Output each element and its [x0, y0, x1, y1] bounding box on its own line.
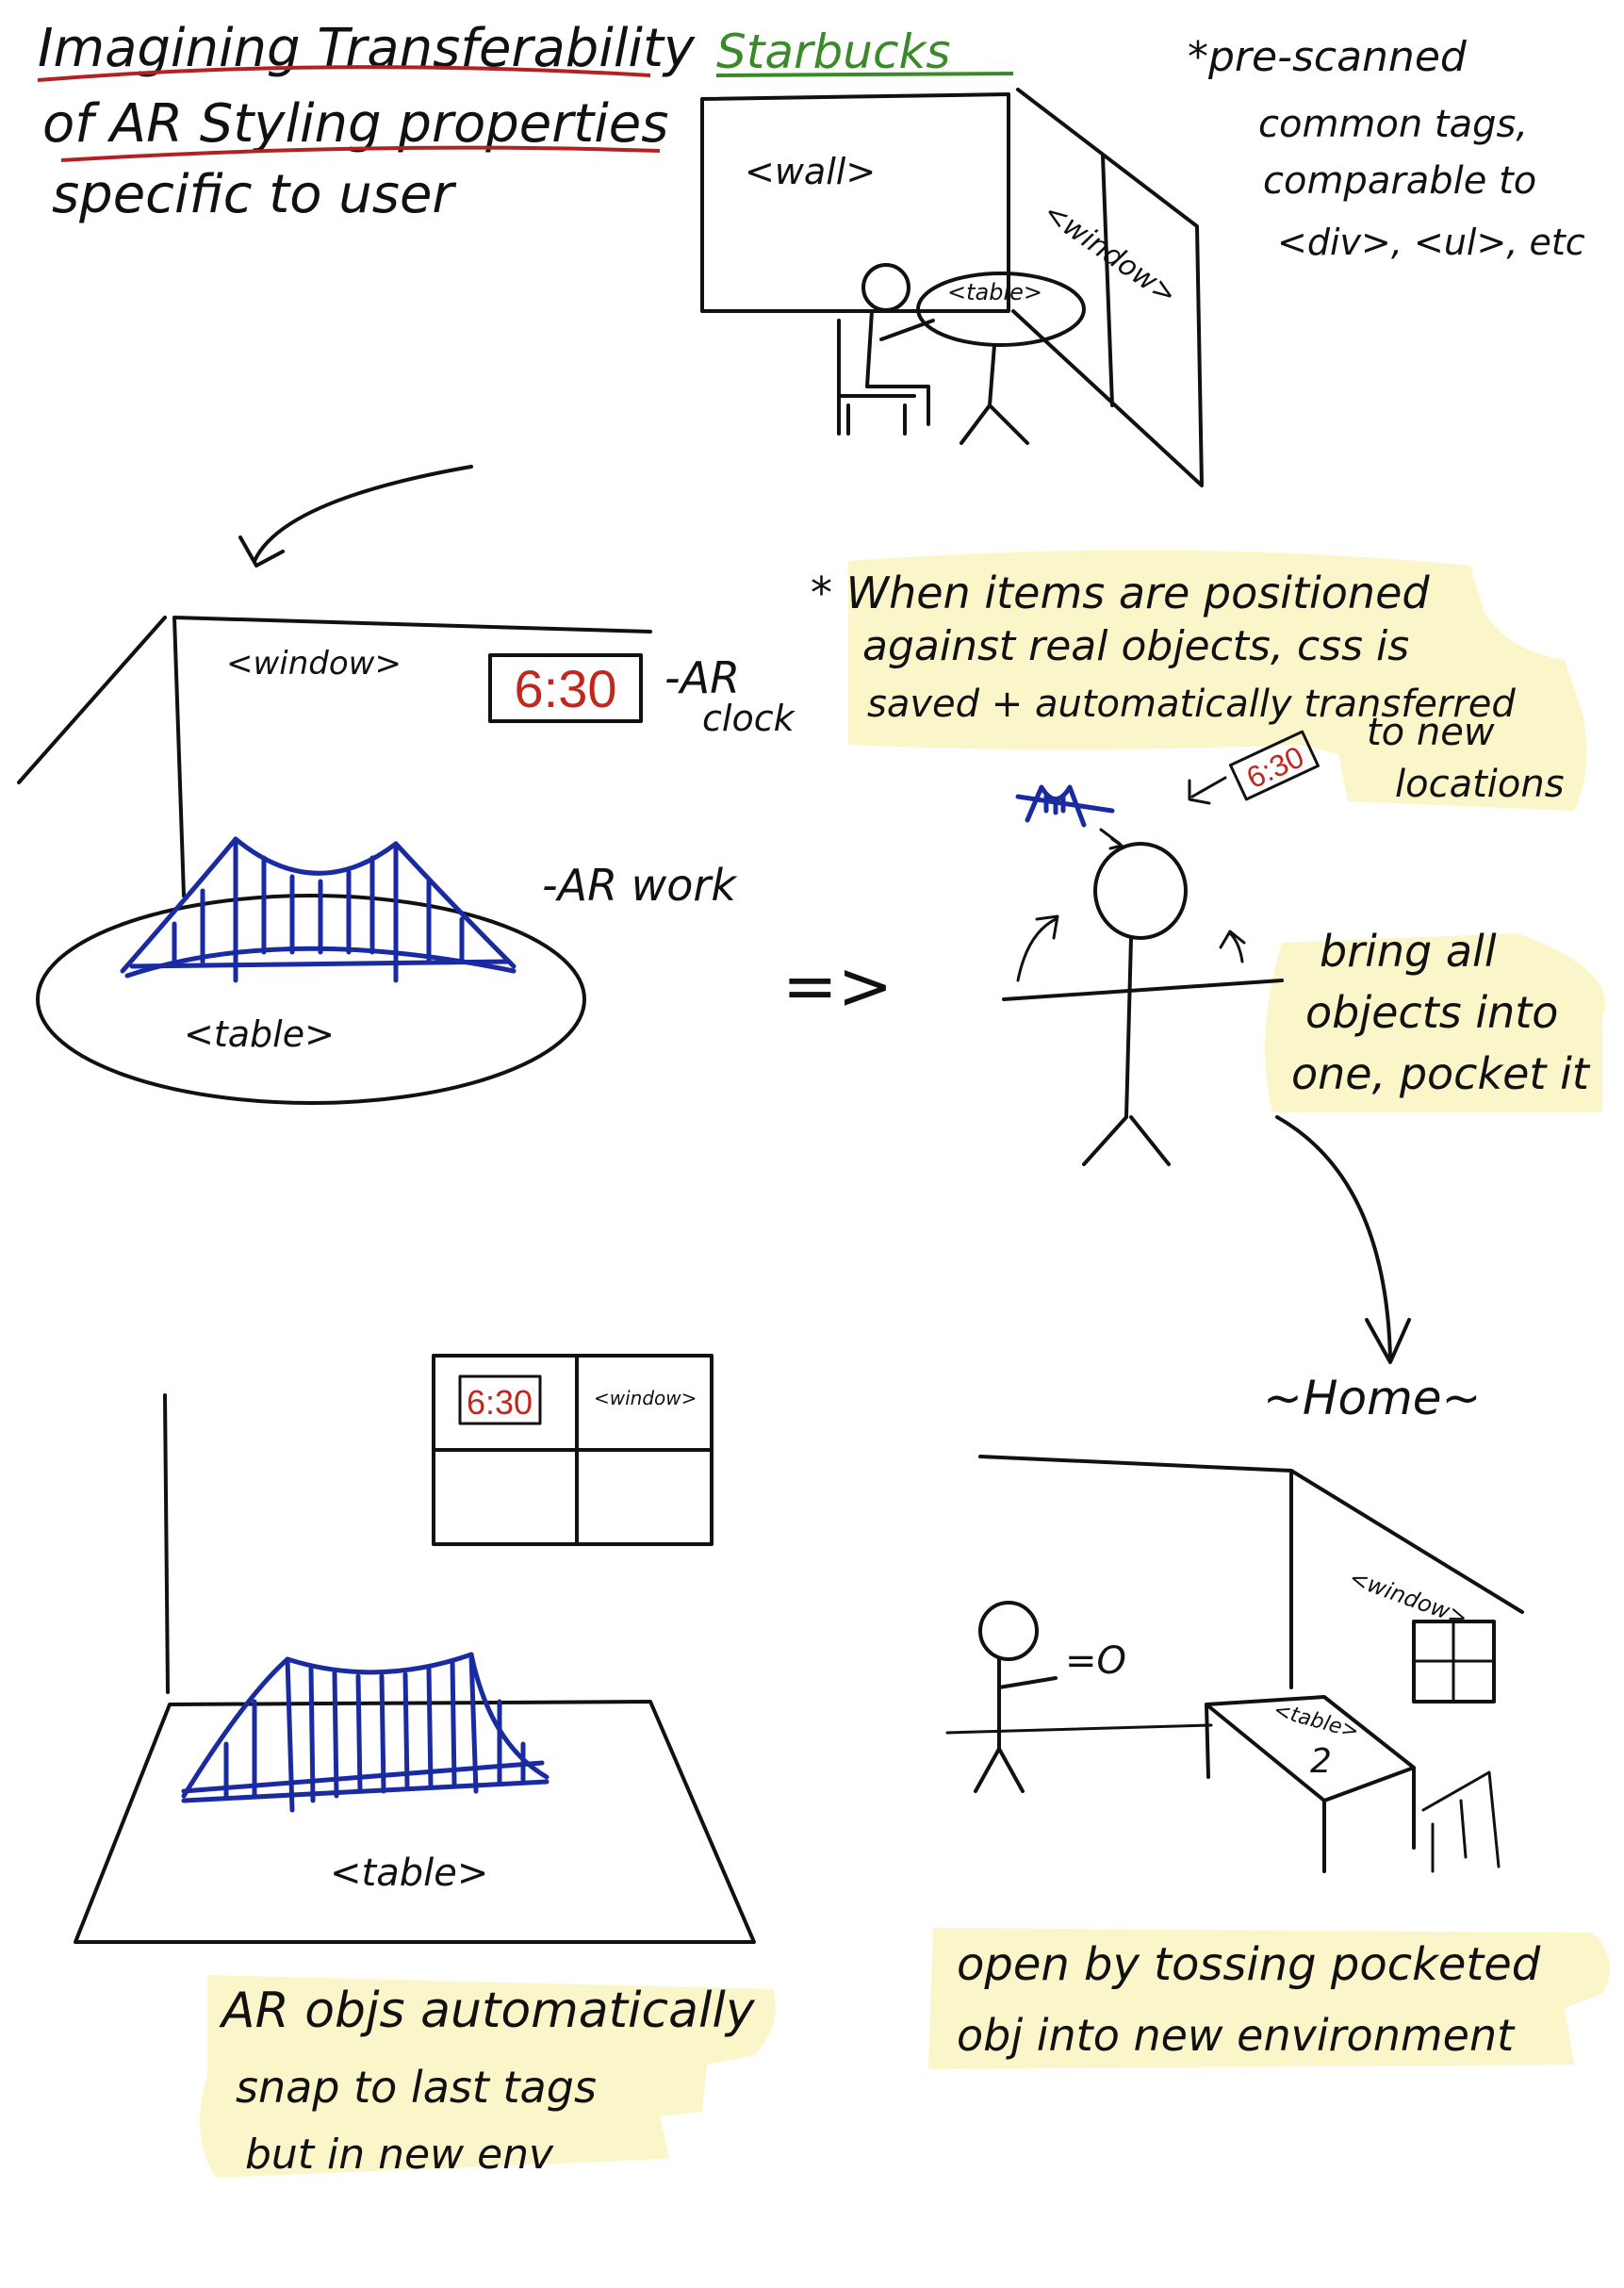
pocket-person-scene: 6:30 bring all objects into one, pocket …: [1002, 730, 1591, 1166]
arrow-person-to-home: [1275, 1115, 1411, 1364]
result-scene: 6:30 <window> <table> AR objs automatica…: [74, 1354, 756, 2179]
positioned-note: * When items are positioned against real…: [811, 568, 1565, 806]
starbucks-chair: [837, 319, 916, 436]
home-person-head: [978, 1601, 1039, 1661]
pocket-bridge: [1015, 784, 1115, 828]
home-wall: [978, 1455, 1524, 1689]
home-table-tag: <table>: [1271, 1699, 1361, 1744]
prescanned-line-1: *pre-scanned: [1188, 33, 1468, 81]
positioned-line-2: against real objects, css is: [862, 622, 1409, 670]
home-table-number: 2: [1310, 1742, 1332, 1781]
result-note-line-3: but in new env: [245, 2131, 554, 2179]
result-bridge: [181, 1652, 550, 1813]
home-floor: [945, 1723, 1213, 1735]
starbucks-window-line: [1101, 154, 1114, 407]
work-bridge: [120, 836, 517, 983]
home-window-cross: [1412, 1620, 1496, 1704]
home-person-body: [974, 1657, 1058, 1793]
highlight-positioned-note: [848, 550, 1587, 811]
positioned-line-4: to new: [1367, 711, 1495, 754]
highlight-pocket-note: [1265, 933, 1606, 1112]
starbucks-wall: [700, 92, 1010, 313]
positioned-line-3: saved + automatically transferred: [867, 683, 1516, 726]
title-underline-1: [37, 65, 651, 82]
pocket-note-line-2: objects into: [1305, 987, 1558, 1038]
result-clock-frame: [458, 1374, 542, 1425]
result-note-line-2: snap to last tags: [236, 2062, 597, 2113]
positioned-line-1: * When items are positioned: [811, 568, 1430, 618]
pocket-person-arrow-right: [1219, 930, 1246, 963]
home-chair: [1421, 1770, 1501, 1873]
work-clock-label-2: clock: [702, 698, 796, 739]
title-underline-2: [60, 145, 661, 162]
starbucks-person-body: [865, 309, 935, 426]
work-clock-frame: [488, 653, 643, 723]
starbucks-table-leg: [960, 343, 1029, 445]
work-clock-label-1: -AR: [664, 652, 740, 703]
result-table: [74, 1700, 756, 1944]
home-toss-symbol: =O: [1065, 1639, 1126, 1683]
work-table-tag: <table>: [184, 1013, 335, 1055]
arrow-starbucks-to-work: [238, 465, 473, 568]
starbucks-window-tag: <window>: [1037, 196, 1182, 312]
pocket-arrow-bridge: [1099, 828, 1124, 850]
prescanned-line-4: <div>, <ul>, etc: [1277, 222, 1585, 263]
work-scene: <window> 6:30 -AR clock <table> -AR work…: [17, 616, 893, 1105]
title-block: Imagining Transferability of AR Styling …: [37, 18, 696, 225]
result-clock-time: 6:30: [467, 1383, 533, 1422]
work-ar-label: -AR work: [542, 860, 738, 911]
pocket-person-body: [1002, 936, 1284, 1166]
work-clock-time: 6:30: [515, 659, 617, 718]
prescanned-note: *pre-scanned common tags, comparable to …: [1188, 33, 1585, 263]
pocket-person-arrow-left: [1016, 914, 1059, 982]
work-window-tag: <window>: [226, 645, 402, 683]
result-note-line-1: AR objs automatically: [219, 1983, 756, 2039]
starbucks-side-wall: [1011, 88, 1204, 487]
starbucks-underline: [715, 72, 1014, 77]
starbucks-label: Starbucks: [716, 25, 950, 79]
work-table: [36, 894, 586, 1105]
pocket-clock-frame: [1228, 730, 1321, 801]
home-note-line-2: obj into new environment: [957, 2010, 1516, 2061]
pocket-note-line-3: one, pocket it: [1291, 1048, 1591, 1099]
starbucks-table-tag: <table>: [947, 279, 1042, 305]
home-label: ~Home~: [1263, 1371, 1481, 1425]
home-table: [1205, 1695, 1416, 1873]
result-wall: [163, 1393, 170, 1694]
home-scene: ~Home~ <window> =O <table> 2 open by tos…: [945, 1371, 1541, 2061]
starbucks-wall-tag: <wall>: [745, 151, 876, 192]
work-wall: [17, 616, 652, 897]
result-window-cross: [432, 1354, 714, 1546]
highlights: [200, 550, 1610, 2178]
pocket-person-head: [1093, 842, 1188, 940]
title-line-3: specific to user: [52, 164, 456, 225]
starbucks-scene: Starbucks <wall> <window> <table>: [700, 25, 1204, 487]
work-arrow: =>: [782, 947, 893, 1025]
starbucks-table: [916, 272, 1086, 347]
highlight-home-note: [928, 1928, 1610, 2069]
prescanned-line-2: common tags,: [1258, 103, 1528, 146]
prescanned-line-3: comparable to: [1263, 159, 1536, 203]
result-table-tag: <table>: [330, 1852, 488, 1895]
title-line-1: Imagining Transferability: [38, 18, 696, 79]
result-window-tag: <window>: [594, 1387, 697, 1409]
pocket-arrow-clock: [1188, 776, 1227, 805]
positioned-line-5: locations: [1395, 763, 1565, 806]
highlight-snap-note: [200, 1975, 776, 2178]
starbucks-person-head: [861, 263, 910, 312]
home-note-line-1: open by tossing pocketed: [957, 1938, 1541, 1991]
title-line-2: of AR Styling properties: [42, 93, 668, 155]
pocket-note-line-1: bring all: [1320, 926, 1497, 977]
